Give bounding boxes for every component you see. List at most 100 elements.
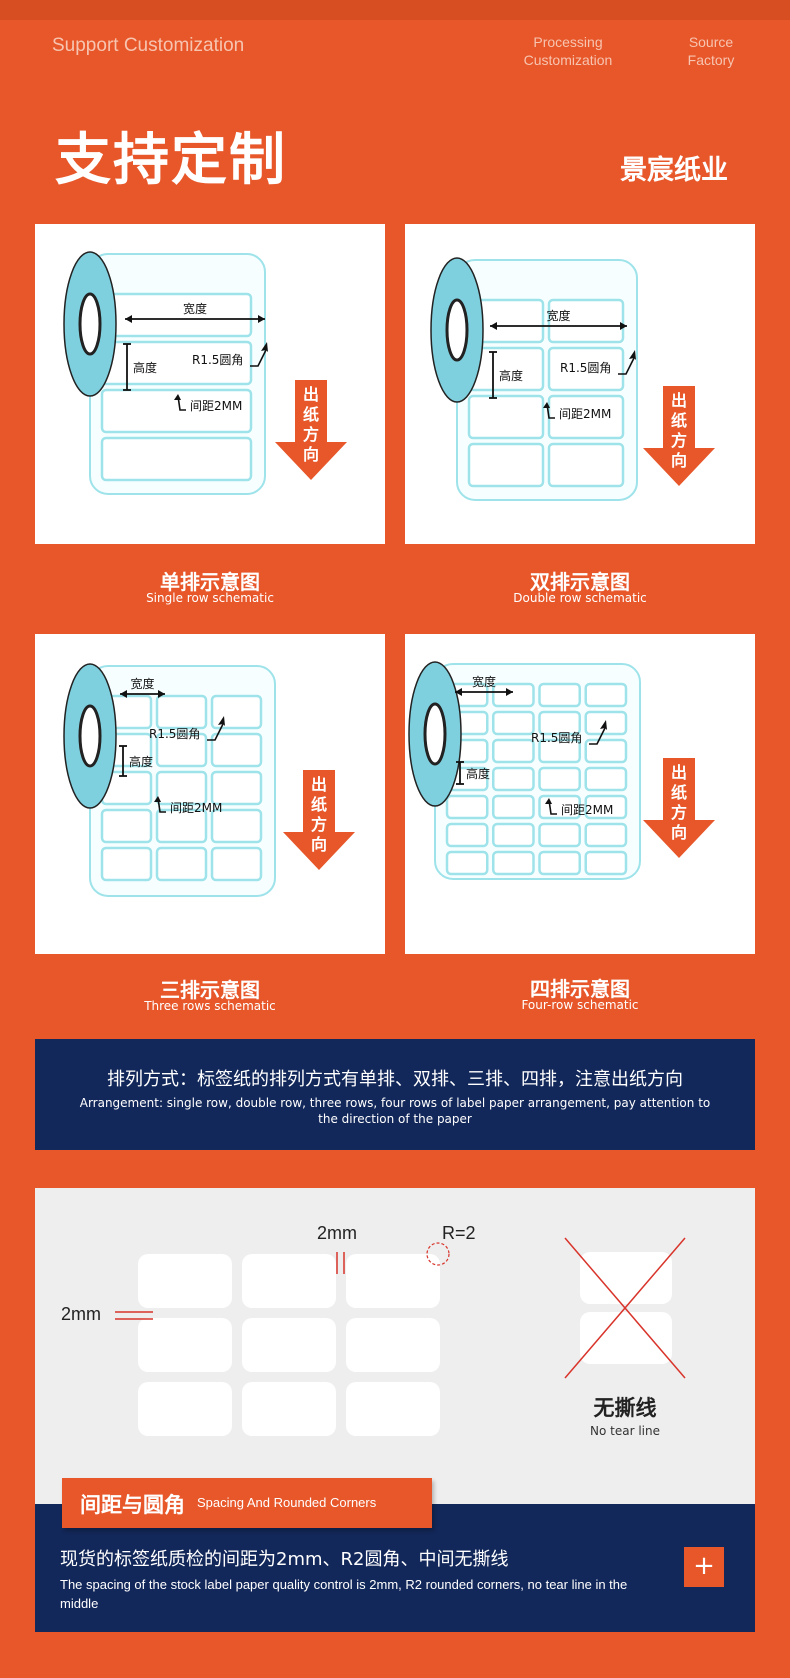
brand-name: 景宸纸业	[620, 155, 728, 186]
no-tear-cell	[580, 1312, 672, 1364]
caption-three-cn: 三排示意图	[160, 978, 260, 1002]
label-cell	[155, 732, 208, 768]
direction-char: 出	[671, 763, 687, 782]
direction-char: 出	[303, 385, 319, 404]
header-source-line2: Factory	[687, 52, 735, 68]
label-cell	[492, 766, 535, 792]
label-cell	[538, 850, 581, 876]
direction-char: 纸	[671, 783, 687, 802]
caption-double-en: Double row schematic	[513, 591, 647, 605]
width-label: 宽度	[183, 301, 207, 316]
arrangement-cn: 排列方式：标签纸的排列方式有单排、双排、三排、四排，注意出纸方向	[107, 1069, 683, 1090]
height-label: 高度	[129, 754, 153, 769]
caption-double-cn: 双排示意图	[530, 570, 630, 594]
corner-arrow	[618, 357, 635, 375]
corner-arrowhead	[261, 342, 268, 352]
label-cell	[584, 794, 628, 820]
label-cell	[538, 682, 581, 708]
label-cell	[138, 1254, 232, 1308]
gap-arrowhead	[174, 394, 181, 400]
corner-arrowhead	[600, 720, 607, 730]
footer-cn: 现货的标签纸质检的间距为2mm、R2圆角、中间无撕线	[60, 1549, 509, 1570]
corner-arrowhead	[218, 716, 225, 726]
label-cell	[100, 846, 153, 882]
direction-arrow	[275, 380, 347, 480]
width-label: 宽度	[130, 676, 154, 691]
label-cell	[547, 298, 625, 344]
gap-arrowhead	[545, 798, 552, 804]
label-cell	[538, 710, 581, 736]
core-hole	[423, 702, 447, 766]
label-cell	[492, 850, 535, 876]
arrangement-en: Arrangement: single row, double row, thr…	[79, 1096, 711, 1126]
label-cell	[538, 766, 581, 792]
corner-label: R1.5圆角	[192, 353, 243, 367]
gap-label: 间距2MM	[561, 803, 613, 817]
direction-char: 出	[671, 391, 687, 410]
label-cell	[538, 738, 581, 764]
gap-arrowhead	[543, 402, 550, 408]
page-title: 支持定制	[55, 128, 287, 193]
direction-char: 方	[671, 803, 687, 822]
gap-arrow	[157, 797, 166, 813]
label-cell	[346, 1382, 440, 1436]
label-cell	[467, 442, 545, 488]
radius-circle	[426, 1242, 450, 1266]
corner-label: R1.5圆角	[560, 361, 611, 375]
label-cell	[492, 794, 535, 820]
label-cell	[242, 1382, 336, 1436]
caption-four-en: Four-row schematic	[521, 998, 639, 1012]
caption-single-en: Single row schematic	[146, 591, 274, 605]
label-cell	[155, 694, 208, 730]
label-cell	[584, 682, 628, 708]
spacing-marks	[115, 1237, 686, 1379]
label-cell	[584, 850, 628, 876]
header-processing-line1: Processing	[533, 34, 603, 50]
label-cell	[467, 394, 545, 440]
label-cell	[155, 808, 208, 844]
no-tear-en: No tear line	[590, 1424, 660, 1438]
label-cell	[584, 822, 628, 848]
label-cell	[100, 808, 153, 844]
direction-char: 向	[311, 835, 327, 854]
arrangement-banner: 排列方式：标签纸的排列方式有单排、双排、三排、四排，注意出纸方向 Arrange…	[35, 1039, 755, 1150]
label-cell	[584, 738, 628, 764]
direction-arrow	[643, 758, 715, 858]
label-cell	[210, 732, 263, 768]
direction-char: 方	[303, 425, 319, 444]
direction-arrow	[283, 770, 355, 870]
gap-label: 间距2MM	[190, 399, 242, 413]
label-cell	[242, 1254, 336, 1308]
direction-char: 纸	[303, 405, 319, 424]
corner-arrow	[207, 723, 224, 741]
label-cell	[492, 710, 535, 736]
core-hole	[78, 704, 102, 768]
header-processing: Processing Customization	[498, 33, 638, 69]
label-cell	[242, 1318, 336, 1372]
label-cell	[155, 770, 208, 806]
width-arrowheads	[455, 688, 513, 696]
height-label: 高度	[133, 360, 157, 375]
label-cell	[346, 1318, 440, 1372]
plus-button[interactable]: +	[684, 1547, 724, 1587]
caption-three-en: Three rows schematic	[144, 999, 276, 1013]
header-source-line1: Source	[688, 34, 734, 50]
height-label: 高度	[466, 766, 490, 781]
gap-arrow	[177, 395, 186, 411]
core-hole	[445, 298, 469, 362]
label-cell	[138, 1318, 232, 1372]
direction-char: 出	[311, 775, 327, 794]
header-processing-line2: Customization	[523, 52, 613, 68]
corner-label: R1.5圆角	[149, 727, 200, 741]
footer-en: The spacing of the stock label paper qua…	[60, 1577, 628, 1611]
label-cell	[155, 846, 208, 882]
label-cell	[584, 766, 628, 792]
no-tear-cell	[580, 1252, 672, 1304]
header-source: Source Factory	[666, 33, 756, 69]
direction-char: 方	[311, 815, 327, 834]
label-cell	[492, 682, 535, 708]
caption-single-cn: 单排示意图	[160, 570, 260, 594]
